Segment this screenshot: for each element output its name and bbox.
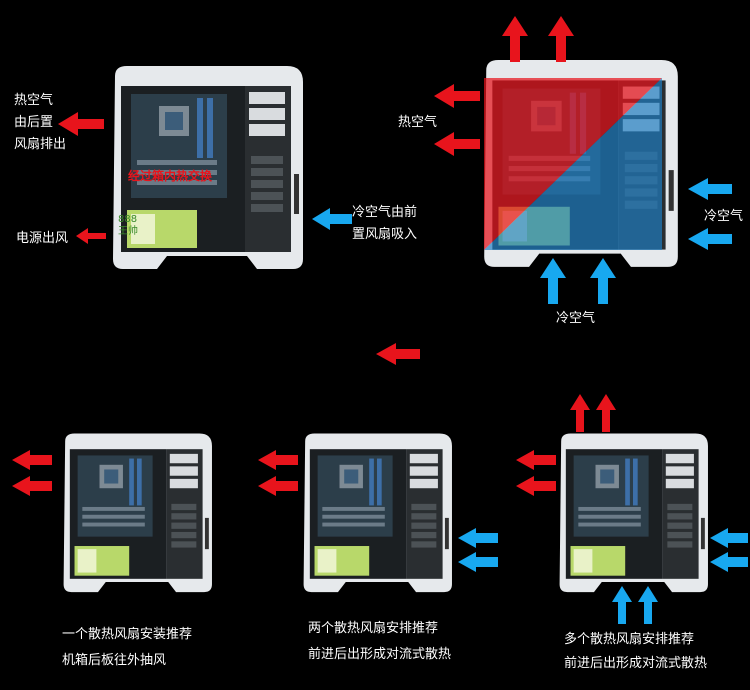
hot-air-line-1: 热空气	[14, 93, 54, 108]
cold-arrow-p3-up-1	[612, 586, 632, 624]
panel1-caption-line-1: 一个散热风扇安装推荐	[62, 627, 193, 642]
panel1-caption-line-2: 机箱后板往外抽风	[62, 653, 167, 668]
psu-exhaust-label: 电源出风	[16, 231, 69, 246]
case-bottom-3	[554, 432, 712, 596]
case-illustration	[554, 432, 712, 596]
panel3-caption-line-1: 多个散热风扇安排推荐	[564, 632, 695, 647]
cold-air-line-2: 置风扇吸入	[352, 227, 418, 242]
case-bottom-1	[58, 432, 216, 596]
hot-arrow-middle	[376, 343, 420, 365]
hot-arrow-up-2	[548, 16, 574, 62]
cold-air-line-1: 冷空气由前	[352, 205, 418, 220]
hot-air-exhaust-label: 热空气 由后置 风扇排出	[14, 90, 66, 156]
hot-arrow-up-1	[502, 16, 528, 62]
hot-arrow-p2-1	[258, 450, 298, 470]
cold-arrow-front-intake	[312, 208, 352, 230]
cold-arrow-p3-1	[710, 528, 748, 548]
hot-air-line-2: 由后置	[14, 115, 54, 130]
panel3-caption: 多个散热风扇安排推荐 前进后出形成对流式散热	[564, 628, 707, 676]
panel3-caption-line-2: 前进后出形成对流式散热	[564, 656, 708, 671]
case-bottom-2	[298, 432, 456, 596]
psu-brand-1: 888	[118, 214, 138, 225]
hot-arrow-p3-up-1	[570, 394, 590, 432]
hot-arrow-p3-2	[516, 476, 556, 496]
case-illustration	[298, 432, 456, 596]
hot-arrow-p2-2	[258, 476, 298, 496]
panel2-caption-line-2: 前进后出形成对流式散热	[308, 647, 452, 662]
cold-arrow-up-1	[540, 258, 566, 304]
cold-air-label-right: 冷空气	[704, 209, 744, 224]
psu-brand-label: 888 王帅	[118, 214, 138, 238]
hot-arrow-p3-up-2	[596, 394, 616, 432]
hot-arrow-p1-1	[12, 450, 52, 470]
hot-arrow-rear-exhaust	[58, 112, 104, 136]
exchange-label: 经过箱内热交换	[128, 169, 213, 183]
cold-arrow-p3-up-2	[638, 586, 658, 624]
cold-air-label-bottom: 冷空气	[556, 311, 596, 326]
cold-arrow-p3-2	[710, 552, 748, 572]
cold-arrow-front-2	[688, 228, 732, 250]
cold-arrow-up-2	[590, 258, 616, 304]
hot-arrow-p1-2	[12, 476, 52, 496]
hot-arrow-left-1	[434, 84, 480, 108]
hot-air-label-right: 热空气	[398, 115, 438, 130]
cold-arrow-front-1	[688, 178, 732, 200]
panel2-caption-line-1: 两个散热风扇安排推荐	[308, 621, 439, 636]
panel1-caption: 一个散热风扇安装推荐 机箱后板往外抽风	[62, 622, 192, 674]
case-top-right	[478, 58, 682, 272]
hot-air-line-3: 风扇排出	[14, 137, 67, 152]
case-illustration	[58, 432, 216, 596]
cold-arrow-p2-1	[458, 528, 498, 548]
hot-arrow-left-2	[434, 132, 480, 156]
cold-arrow-p2-2	[458, 552, 498, 572]
hot-arrow-p3-1	[516, 450, 556, 470]
cold-air-intake-label: 冷空气由前 置风扇吸入	[352, 202, 417, 246]
case-airflow-illustration	[484, 58, 682, 272]
hot-arrow-psu	[76, 228, 106, 244]
panel2-caption: 两个散热风扇安排推荐 前进后出形成对流式散热	[308, 616, 451, 668]
psu-brand-2: 王帅	[118, 226, 138, 237]
